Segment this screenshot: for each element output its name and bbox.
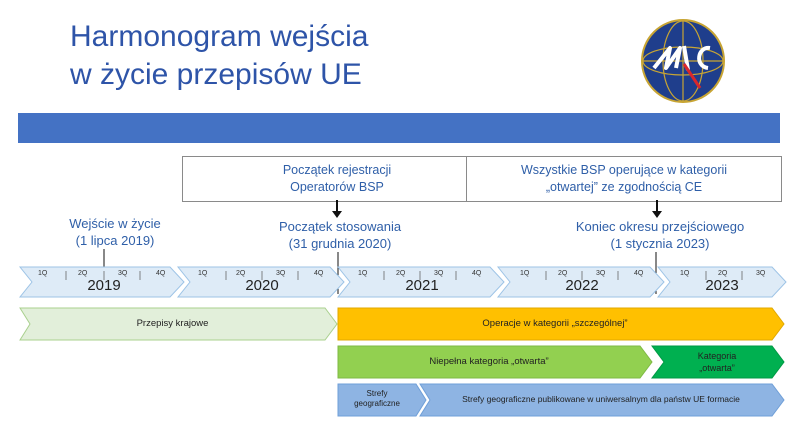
ce-line-2: „otwartej” ze zgodnością CE <box>545 180 703 194</box>
q-2021-1: 1Q <box>358 270 368 277</box>
q-2023-3: 3Q <box>756 270 766 277</box>
q-2020-2: 2Q <box>236 270 246 277</box>
entry-line-2: (1 lipca 2019) <box>75 233 155 248</box>
q-2019-4: 4Q <box>156 270 166 277</box>
application-line-2: (31 grudnia 2020) <box>288 236 392 251</box>
q-2021-2: 2Q <box>396 270 406 277</box>
year-chevron-2019 <box>18 266 185 298</box>
ulc-logo <box>640 18 726 104</box>
transition-line-2: (1 stycznia 2023) <box>610 236 710 251</box>
national-label: Przepisy krajowe <box>136 318 209 329</box>
geo-zones-label: Strefy geograficzne <box>338 389 416 409</box>
band-limited-open <box>337 345 653 379</box>
title-line-2: w życie przepisów UE <box>70 58 362 91</box>
q-2020-3: 3Q <box>276 270 286 277</box>
q-2023-2: 2Q <box>718 270 728 277</box>
q-2020-4: 4Q <box>314 270 324 277</box>
year-label-2019: 2019 <box>87 277 121 294</box>
q-2022-1: 1Q <box>520 270 530 277</box>
band-open <box>651 345 785 379</box>
year-chevron-2020 <box>176 266 345 298</box>
registration-line-1: Początek rejestracji <box>282 163 392 177</box>
geo-zones-line-2: geograficzne <box>354 399 400 408</box>
band-national <box>19 307 338 341</box>
header-banner <box>18 113 780 143</box>
q-2020-1: 1Q <box>198 270 208 277</box>
band-specific <box>337 307 785 341</box>
q-2021-4: 4Q <box>472 270 482 277</box>
milestone-application: Początek stosowania (31 grudnia 2020) <box>250 218 430 252</box>
registration-arrow <box>332 200 342 218</box>
ce-arrow <box>652 200 662 218</box>
quarter-ticks <box>65 271 743 280</box>
transition-line-1: Koniec okresu przejściowego <box>575 219 745 234</box>
geo-zones-line-1: Strefy <box>366 389 388 398</box>
ce-conformity-box: Wszystkie BSP operujące w kategorii „otw… <box>466 156 782 202</box>
q-2022-4: 4Q <box>634 270 644 277</box>
year-chevron-2023 <box>656 266 787 298</box>
band-geo-universal <box>419 383 785 417</box>
milestone-transition-end: Koniec okresu przejściowego (1 stycznia … <box>560 218 760 252</box>
open-label: Kategoria „otwarta” <box>662 350 772 374</box>
q-2023-1: 1Q <box>680 270 690 277</box>
ce-line-1: Wszystkie BSP operujące w kategorii <box>520 163 728 177</box>
application-line-1: Początek stosowania <box>278 219 402 234</box>
limited-open-label: Niepełna kategoria „otwarta” <box>429 356 549 367</box>
milestone-entry: Wejście w życie (1 lipca 2019) <box>40 215 190 249</box>
open-label-line-2: „otwarta” <box>699 363 735 373</box>
year-label-2023: 2023 <box>705 277 739 294</box>
specific-label: Operacje w kategorii „szczególnej” <box>482 318 628 329</box>
q-2021-3: 3Q <box>434 270 444 277</box>
year-label-2021: 2021 <box>405 277 439 294</box>
q-2019-2: 2Q <box>78 270 88 277</box>
page-title: Harmonogram wejścia w życie przepisów UE <box>70 18 368 94</box>
year-chevron-2021 <box>336 266 505 298</box>
year-label-2020: 2020 <box>245 277 279 294</box>
band-geo-zones <box>337 383 427 417</box>
q-2019-1: 1Q <box>38 270 48 277</box>
globe-logo-icon <box>641 19 725 103</box>
q-2019-3: 3Q <box>118 270 128 277</box>
title-line-1: Harmonogram wejścia <box>70 20 369 53</box>
q-2022-3: 3Q <box>596 270 606 277</box>
year-label-2022: 2022 <box>565 277 599 294</box>
entry-line-1: Wejście w życie <box>69 216 161 231</box>
registration-line-2: Operatorów BSP <box>290 180 384 194</box>
geo-universal-label: Strefy geograficzne publikowane w uniwer… <box>462 394 740 404</box>
year-chevron-2022 <box>496 266 665 298</box>
open-label-line-1: Kategoria <box>697 351 737 361</box>
q-2022-2: 2Q <box>558 270 568 277</box>
